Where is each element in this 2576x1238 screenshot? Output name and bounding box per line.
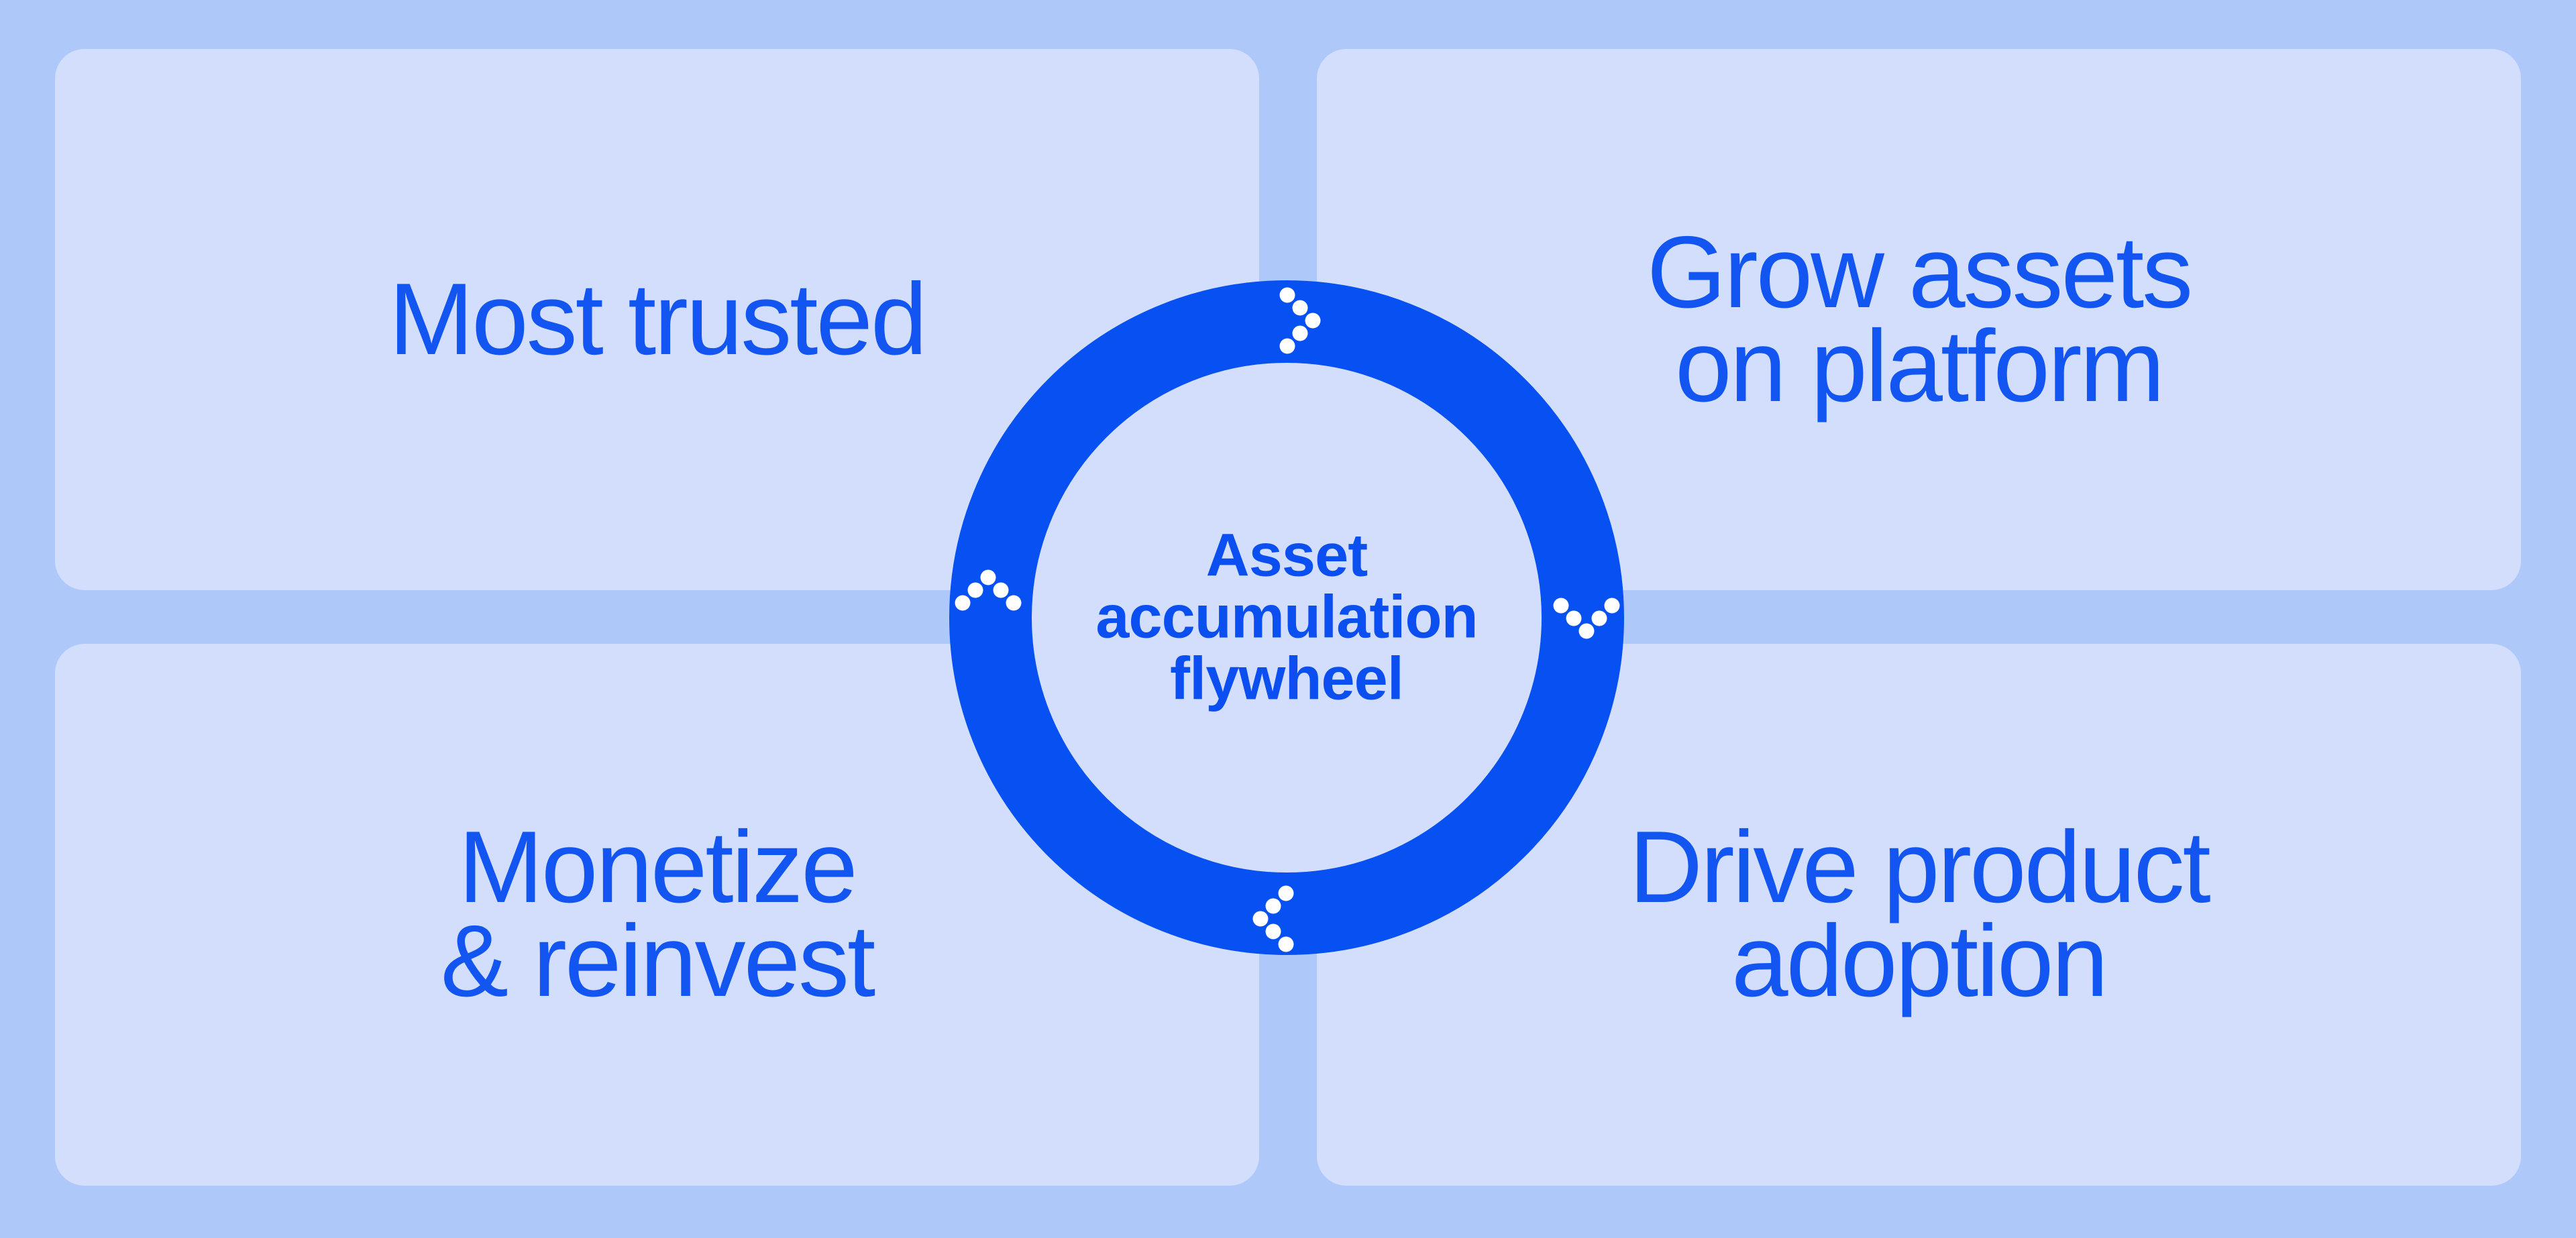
center-title-line: flywheel <box>1170 644 1404 712</box>
quadrant-label-most-trusted: Most trusted <box>388 262 928 376</box>
flywheel-center-title: Asset accumulation flywheel <box>1095 522 1478 712</box>
center-title-line: Asset <box>1205 522 1368 589</box>
center-title-line: accumulation <box>1095 583 1478 651</box>
flywheel-chevron-right-icon <box>1553 598 1620 639</box>
flywheel-chevron-top-icon <box>1279 287 1321 354</box>
label-line: Monetize <box>458 810 857 925</box>
quadrant-top-left: Most trusted <box>55 49 1259 590</box>
quadrant-top-right: Grow assets on platform <box>1317 49 2521 590</box>
quadrant-bottom-left: Monetize & reinvest <box>55 644 1259 1186</box>
label-line: Most trusted <box>388 262 928 376</box>
quadrant-label-grow-assets: Grow assets on platform <box>1646 215 2193 423</box>
label-line: adoption <box>1731 904 2108 1018</box>
label-line: Grow assets <box>1646 215 2193 329</box>
label-line: & reinvest <box>440 904 875 1018</box>
quadrant-label-drive-adoption: Drive product adoption <box>1629 810 2210 1018</box>
quadrant-label-monetize-reinvest: Monetize & reinvest <box>440 810 875 1018</box>
quadrant-bottom-right: Drive product adoption <box>1317 644 2521 1186</box>
label-line: on platform <box>1675 308 2165 423</box>
label-line: Drive product <box>1629 810 2210 925</box>
